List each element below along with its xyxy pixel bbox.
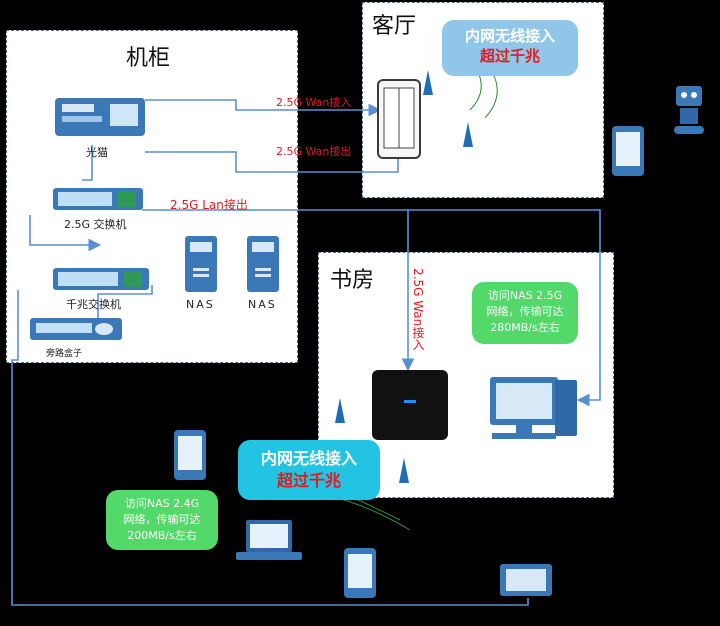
wan-vertical-label: 2.5G Wan接入 [411, 268, 425, 351]
tablet-icon-bottom [344, 548, 376, 598]
living-wireless-line1: 内网无线接入 [464, 27, 555, 45]
tablet-icon-upper [612, 126, 644, 176]
laptop-icon [236, 520, 302, 560]
optical-modem-label: 光猫 [86, 146, 108, 159]
living-room-title: 客厅 [372, 14, 417, 39]
nas-1-label: NAS [186, 298, 215, 311]
nas24-line1: 访问NAS 2.4G [124, 497, 200, 510]
wan-mid-label: 2.5G Wan接出 [276, 145, 352, 158]
study-title: 书房 [330, 268, 375, 293]
cabinet-title: 机柜 [126, 46, 171, 71]
switch-25g-label: 2.5G 交换机 [64, 218, 127, 231]
nas-1-icon [185, 236, 217, 292]
study-router-icon [372, 370, 448, 440]
bypass-box-label: 旁路盒子 [46, 349, 83, 359]
nas25-line3: 280MB/s左右 [490, 321, 560, 334]
wireless-antenna-icons [335, 70, 473, 483]
optical-modem-icon [55, 98, 145, 136]
switch-gigabit-label: 千兆交换机 [66, 298, 121, 311]
robot-icon [674, 86, 704, 134]
living-wireless-bubble: 内网无线接入 超过千兆 [442, 20, 578, 76]
living-router-icon [377, 79, 421, 159]
study-pc-icon [490, 377, 577, 439]
wan-top-label: 2.5G Wan接入 [276, 96, 352, 109]
switch-25g-icon [53, 188, 143, 210]
nas25-line2: 网络，传输可达 [486, 305, 564, 318]
nas25-bubble: 访问NAS 2.5G 网络，传输可达 280MB/s左右 [472, 282, 578, 344]
tablet-icon-left [174, 430, 206, 480]
nas25-line1: 访问NAS 2.5G [487, 289, 563, 302]
nas24-line3: 200MB/s左右 [127, 529, 197, 542]
nas-2-label: NAS [248, 298, 277, 311]
study-wireless-line1: 内网无线接入 [260, 449, 357, 468]
study-wireless-bubble: 内网无线接入 超过千兆 [238, 440, 380, 500]
tv-icon [500, 564, 552, 596]
study-wireless-line2: 超过千兆 [276, 471, 341, 490]
nas24-bubble: 访问NAS 2.4G 网络，传输可达 200MB/s左右 [106, 490, 218, 550]
bypass-box-icon [30, 318, 122, 340]
living-wireless-line2: 超过千兆 [479, 47, 540, 65]
nas-2-icon [247, 236, 279, 292]
switch-gigabit-icon [53, 268, 149, 290]
nas24-line2: 网络，传输可达 [123, 513, 201, 526]
lan-out-label: 2.5G Lan接出 [170, 198, 248, 212]
